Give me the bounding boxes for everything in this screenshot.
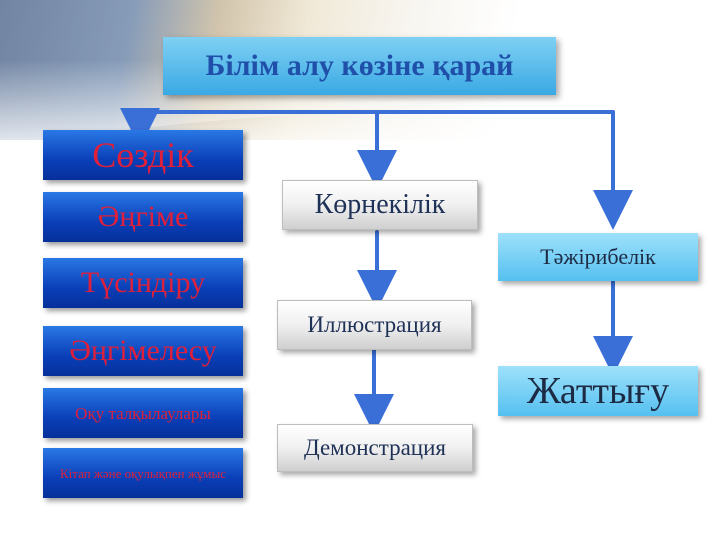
middle-item: Демонстрация [277,424,473,472]
middle-item: Иллюстрация [277,300,472,350]
left-item: Түсіндіру [43,258,243,308]
right-item: Тәжірибелік [498,233,698,281]
diagram-title: Білім алу көзіне қарай [163,37,556,95]
left-item: Оқу талқылаулары [43,388,243,438]
left-item: Әңгіме [43,192,243,242]
left-item: Әңгімелесу [43,326,243,376]
left-item: Сөздік [43,130,243,180]
left-item: Кітап және оқулықпен жұмыс [43,448,243,498]
middle-item: Көрнекілік [282,180,478,230]
right-item: Жаттығу [498,366,698,416]
